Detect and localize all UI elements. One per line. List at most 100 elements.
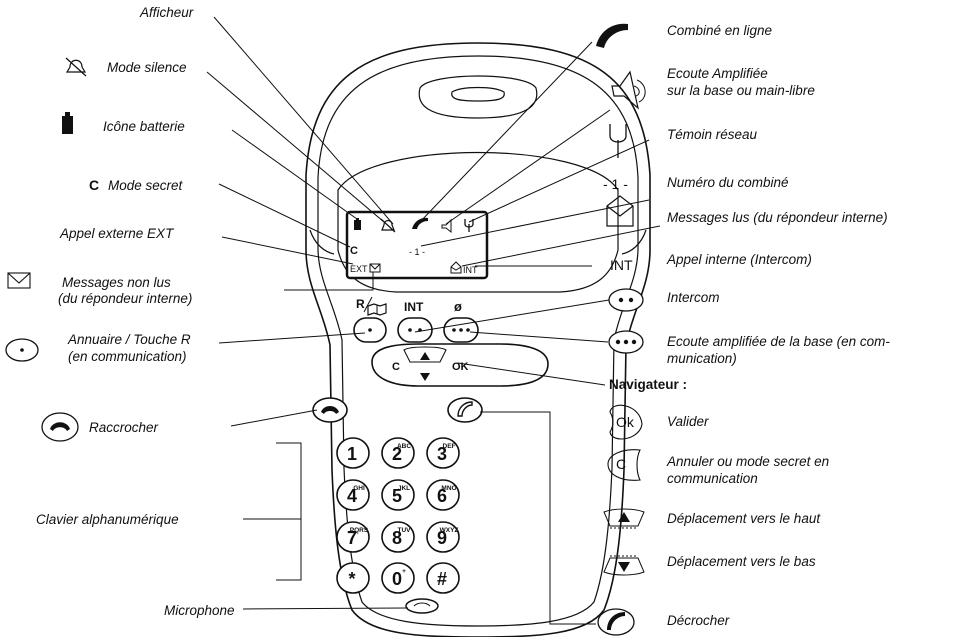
offhook-icon — [597, 608, 635, 636]
svg-text:Ok: Ok — [616, 414, 635, 430]
leader-lines — [206, 16, 661, 625]
keypad-digit: 9 — [437, 528, 447, 548]
label-annuler-1: Annuler ou mode secret en — [666, 454, 829, 469]
keypad-letters: + — [402, 568, 406, 575]
label-afficheur: Afficheur — [139, 5, 194, 20]
label-annuaire-2: (en communication) — [68, 349, 187, 364]
lcd-number: - 1 - — [409, 247, 425, 257]
c-key-icon: C — [607, 449, 641, 481]
offhook-key[interactable] — [447, 397, 483, 423]
lcd-network-icon — [464, 219, 474, 232]
label-messages-non-lus-1: Messages non lus — [62, 275, 171, 290]
lcd-secret: C — [350, 245, 358, 257]
navigator-outline — [371, 343, 549, 387]
mode-silence-icon — [65, 57, 87, 77]
lcd-battery-icon — [354, 218, 361, 230]
down-key-icon — [603, 555, 645, 576]
label-mode-silence: Mode silence — [107, 60, 187, 75]
keypad-digit: 1 — [347, 444, 357, 464]
right-labels: Combiné en ligne Ecoute Amplifiée sur la… — [596, 23, 890, 636]
ok-key-icon: Ok — [609, 404, 643, 440]
r-key-icon — [5, 338, 39, 362]
left-labels: Afficheur Mode silence Icône batterie C … — [5, 5, 235, 618]
keypad-digit: 8 — [392, 528, 402, 548]
lcd-envelope-open-icon — [450, 261, 462, 274]
conference-key-icon — [608, 330, 644, 354]
envelope-open-icon — [606, 195, 634, 227]
keypad-letters: MNO — [441, 485, 456, 492]
keypad-letters: JKL — [398, 485, 410, 492]
up-key-icon — [603, 508, 645, 529]
handset-inner-outline — [317, 55, 639, 627]
lcd-envelope-icon — [369, 263, 381, 273]
earpiece-slot — [451, 86, 505, 102]
network-icon — [609, 124, 627, 158]
screen-bezel — [337, 152, 619, 293]
keypad-letters: GHI — [353, 485, 365, 492]
combine-en-ligne-icon — [596, 23, 628, 48]
keypad-digit: * — [348, 569, 355, 589]
navigator[interactable]: C OK — [371, 343, 549, 387]
label-appel-interne: Appel interne (Intercom) — [666, 252, 812, 267]
keypad-digit: 5 — [392, 486, 402, 506]
battery-icon — [62, 112, 73, 134]
label-numero-combine: Numéro du combiné — [667, 175, 789, 190]
keypad-key-0[interactable]: 0+ — [381, 562, 415, 594]
numero-combine-icon: - 1 - — [603, 176, 628, 192]
navigator-up-arrow — [420, 352, 430, 360]
label-decrocher: Décrocher — [667, 613, 730, 628]
label-icone-batterie: Icône batterie — [103, 119, 185, 134]
earpiece-outer — [418, 75, 538, 119]
label-raccrocher: Raccrocher — [89, 420, 159, 435]
label-intercom: Intercom — [667, 290, 720, 305]
keypad-letters: DEF — [443, 443, 456, 450]
key-r-button[interactable] — [353, 317, 387, 343]
label-bas: Déplacement vers le bas — [667, 554, 816, 569]
label-messages-lus: Messages lus (du répondeur interne) — [667, 210, 888, 225]
side-groove-right — [621, 229, 647, 255]
label-valider: Valider — [667, 414, 709, 429]
envelope-icon — [7, 272, 31, 289]
keypad-digit: # — [437, 569, 447, 589]
keypad-key-hash[interactable]: # — [426, 562, 460, 594]
key-int-label: INT — [404, 300, 424, 314]
label-ecoute-amplifiee-2: sur la base ou main-libre — [667, 83, 815, 98]
handset: C - 1 - EXT INT R INT ø — [305, 42, 651, 637]
label-combine-en-ligne: Combiné en ligne — [667, 23, 772, 38]
hangup-key[interactable] — [312, 397, 348, 423]
navigator-up-key[interactable] — [403, 346, 447, 363]
label-microphone: Microphone — [164, 603, 235, 618]
intercom-key-icon — [608, 288, 644, 312]
label-haut: Déplacement vers le haut — [667, 511, 821, 526]
lcd-int: INT — [463, 265, 478, 275]
int-symbol: INT — [610, 257, 633, 273]
label-appel-externe: Appel externe EXT — [59, 226, 175, 241]
navigator-ok-label[interactable]: OK — [452, 361, 469, 373]
hangup-icon — [41, 412, 79, 442]
keypad-key-1[interactable]: 1 — [336, 437, 370, 469]
svg-text:C: C — [616, 456, 626, 472]
keypad-digit: 3 — [437, 444, 447, 464]
keypad-letters: ABC — [397, 443, 411, 450]
key-conf-button[interactable] — [443, 317, 479, 343]
key-r-label: R — [356, 297, 365, 311]
soft-key-row: R INT ø — [353, 296, 479, 343]
keypad-digit: 4 — [347, 486, 357, 506]
microphone-grille — [405, 598, 439, 614]
keypad-digit: 2 — [392, 444, 402, 464]
keypad-digit: 0 — [392, 569, 402, 589]
label-temoin-reseau: Témoin réseau — [667, 127, 758, 142]
navigator-c-label[interactable]: C — [392, 361, 400, 373]
label-annuaire-1: Annuaire / Touche R — [67, 332, 191, 347]
keypad-key-star[interactable]: * — [336, 562, 370, 594]
